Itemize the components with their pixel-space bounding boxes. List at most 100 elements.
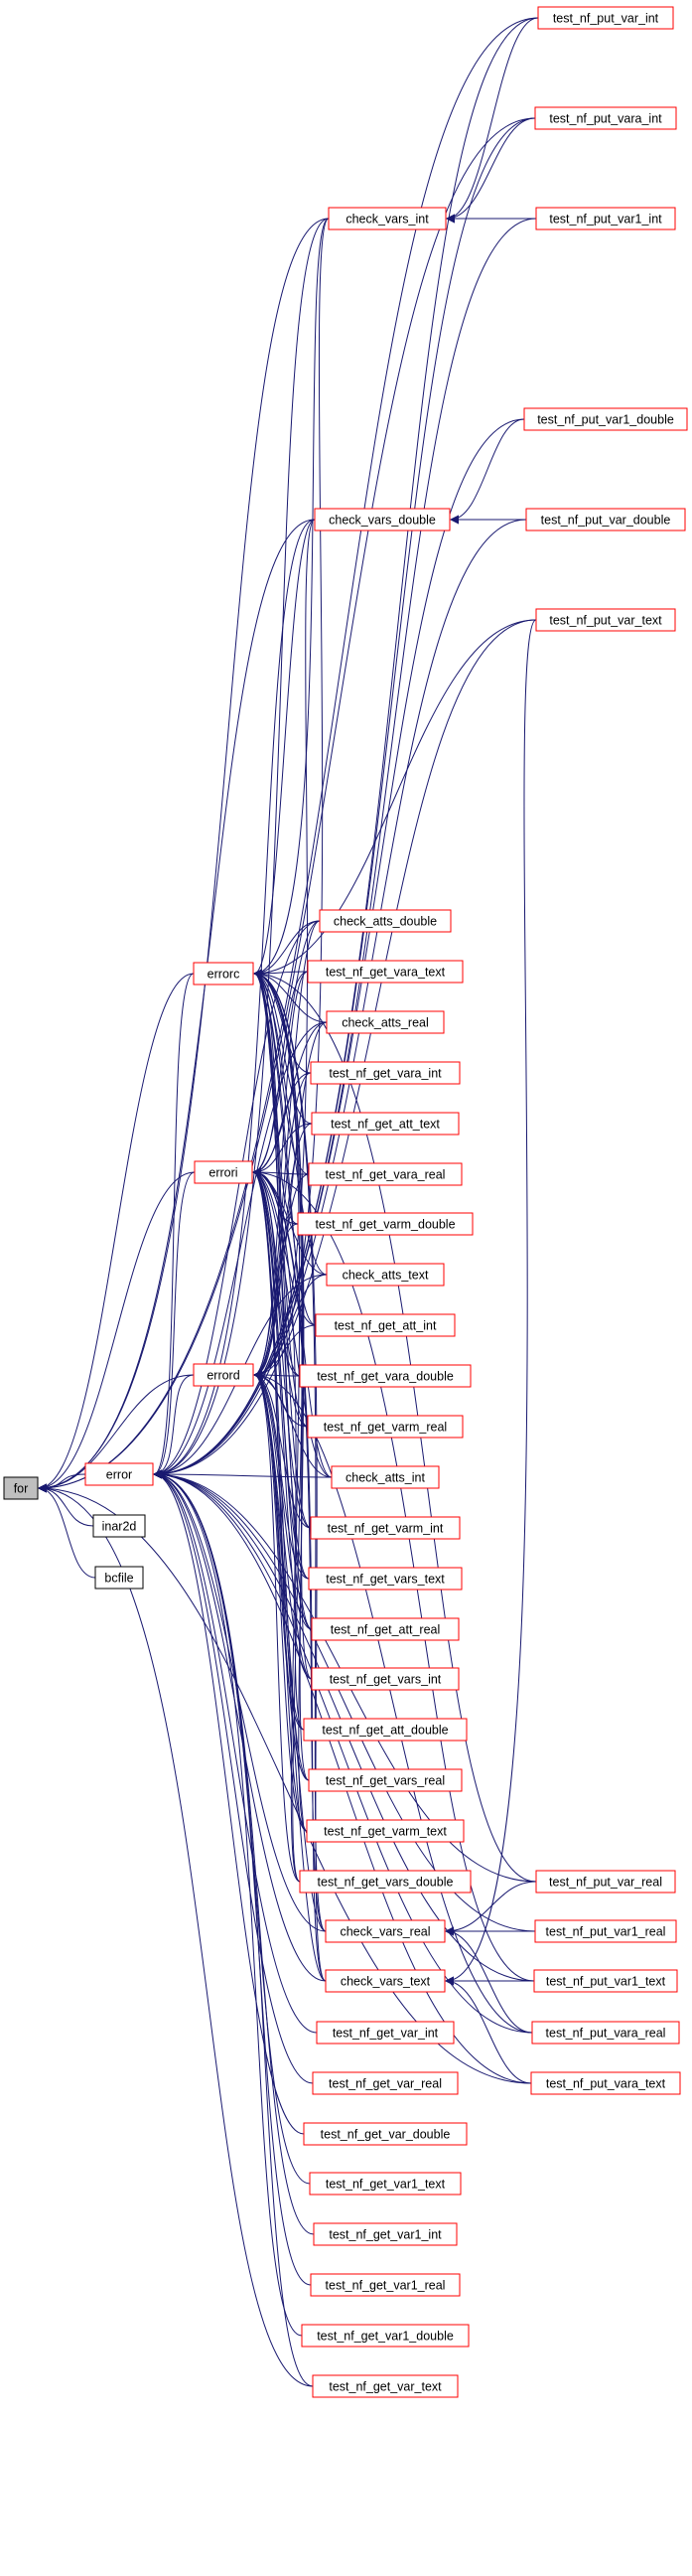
node-label: test_nf_get_varm_int xyxy=(328,1522,444,1536)
node-box xyxy=(3,1476,39,1500)
node-box xyxy=(193,1363,254,1387)
node-test-nf-put-var-text[interactable]: test_nf_put_var_text xyxy=(535,608,676,632)
node-test-nf-get-var1-text[interactable]: test_nf_get_var1_text xyxy=(309,2172,462,2196)
node-test-nf-get-vara-text[interactable]: test_nf_get_vara_text xyxy=(307,960,464,984)
node-label: errori xyxy=(208,1166,237,1180)
node-test-nf-get-vara-double[interactable]: test_nf_get_vara_double xyxy=(299,1364,472,1388)
edge-test_nf_put_var_int-to-error xyxy=(153,17,539,1479)
node-test-nf-put-var1-double[interactable]: test_nf_put_var1_double xyxy=(523,407,688,431)
node-label: test_nf_put_var1_real xyxy=(546,1925,666,1939)
node-test-nf-get-att-real[interactable]: test_nf_get_att_real xyxy=(311,1617,460,1641)
node-bcfile[interactable]: bcfile xyxy=(94,1566,144,1590)
edge-test_nf_get_var_double-to-error xyxy=(153,1469,305,2135)
edge-test_nf_put_vara_real-to-error xyxy=(153,1469,533,2034)
edge-check_vars_real-to-errori xyxy=(252,1167,327,1932)
node-test-nf-put-vara-int[interactable]: test_nf_put_vara_int xyxy=(534,106,677,130)
node-label: test_nf_get_var_double xyxy=(321,2128,451,2142)
edge-errorc-to-for xyxy=(38,973,195,1493)
node-test-nf-get-var1-double[interactable]: test_nf_get_var1_double xyxy=(301,2324,470,2348)
node-label: test_nf_put_vara_text xyxy=(546,2077,666,2091)
node-box xyxy=(308,1567,463,1591)
edge-test_nf_put_var_text-to-error xyxy=(153,619,537,1479)
node-label: check_vars_int xyxy=(346,213,429,227)
node-check-atts-double[interactable]: check_atts_double xyxy=(319,909,452,933)
edge-test_nf_put_vara_real-to-check_vars_real xyxy=(445,1926,533,2034)
node-box xyxy=(308,1768,463,1792)
node-label: test_nf_get_vars_text xyxy=(326,1573,445,1587)
node-test-nf-put-var-int[interactable]: test_nf_put_var_int xyxy=(537,6,674,30)
edge-test_nf_get_att_real-to-errori xyxy=(252,1167,313,1630)
node-box xyxy=(331,1465,440,1489)
node-check-atts-real[interactable]: check_atts_real xyxy=(326,1010,445,1034)
node-label: errord xyxy=(207,1369,239,1383)
node-label: test_nf_get_vars_int xyxy=(330,1673,442,1687)
edge-errord-to-error xyxy=(153,1374,195,1479)
node-test-nf-get-vara-real[interactable]: test_nf_get_vara_real xyxy=(308,1162,463,1186)
node-test-nf-get-var-text[interactable]: test_nf_get_var_text xyxy=(312,2374,459,2398)
edge-test_nf_get_varm_text-to-errori xyxy=(252,1167,308,1832)
node-box xyxy=(535,1870,676,1894)
edge-check_atts_double-to-error xyxy=(153,920,321,1479)
node-test-nf-get-vara-int[interactable]: test_nf_get_vara_int xyxy=(310,1061,461,1085)
edge-bcfile-to-for xyxy=(38,1483,96,1579)
node-inar2d[interactable]: inar2d xyxy=(92,1514,146,1538)
node-box xyxy=(525,508,686,531)
node-test-nf-get-vars-double[interactable]: test_nf_get_vars_double xyxy=(299,1870,472,1894)
node-test-nf-put-var1-real[interactable]: test_nf_put_var1_real xyxy=(534,1919,677,1943)
node-test-nf-get-att-double[interactable]: test_nf_get_att_double xyxy=(303,1718,468,1742)
edge-test_nf_put_var_double-to-error xyxy=(153,519,527,1479)
node-test-nf-put-var-real[interactable]: test_nf_put_var_real xyxy=(535,1870,676,1894)
node-test-nf-get-var1-real[interactable]: test_nf_get_var1_real xyxy=(310,2273,461,2297)
node-label: test_nf_get_vara_text xyxy=(326,966,446,980)
node-test-nf-get-varm-int[interactable]: test_nf_get_varm_int xyxy=(310,1516,461,1540)
node-for[interactable]: for xyxy=(3,1476,39,1500)
node-test-nf-get-vars-int[interactable]: test_nf_get_vars_int xyxy=(311,1667,460,1691)
node-test-nf-get-varm-real[interactable]: test_nf_get_varm_real xyxy=(307,1415,464,1439)
node-test-nf-get-var-int[interactable]: test_nf_get_var_int xyxy=(316,2021,455,2045)
node-test-nf-get-var1-int[interactable]: test_nf_get_var1_int xyxy=(313,2222,458,2246)
node-test-nf-put-vara-text[interactable]: test_nf_put_vara_text xyxy=(530,2071,681,2095)
node-box xyxy=(328,207,447,230)
edge-check_vars_double-to-errorc xyxy=(253,519,316,979)
edge-test_nf_put_var_text-to-check_vars_text xyxy=(445,619,537,1986)
node-check-atts-text[interactable]: check_atts_text xyxy=(326,1263,445,1287)
node-test-nf-get-att-int[interactable]: test_nf_get_att_int xyxy=(315,1313,456,1337)
node-label: test_nf_get_var_int xyxy=(333,2027,439,2041)
node-test-nf-get-vars-text[interactable]: test_nf_get_vars_text xyxy=(308,1567,463,1591)
node-check-vars-text[interactable]: check_vars_text xyxy=(325,1969,446,1993)
edge-check_vars_double-to-error xyxy=(153,519,316,1479)
node-test-nf-get-varm-text[interactable]: test_nf_get_varm_text xyxy=(306,1819,465,1843)
node-errord[interactable]: errord xyxy=(193,1363,254,1387)
node-test-nf-put-vara-real[interactable]: test_nf_put_vara_real xyxy=(531,2021,680,2045)
node-check-vars-real[interactable]: check_vars_real xyxy=(325,1919,446,1943)
node-check-vars-double[interactable]: check_vars_double xyxy=(314,508,451,531)
node-test-nf-get-var-double[interactable]: test_nf_get_var_double xyxy=(303,2122,468,2146)
edge-test_nf_get_var1_double-to-error xyxy=(153,1469,303,2337)
node-label: test_nf_get_var1_text xyxy=(326,2178,446,2192)
node-errorc[interactable]: errorc xyxy=(193,962,254,985)
edge-test_nf_get_vars_int-to-errord xyxy=(253,1370,313,1680)
node-check-vars-int[interactable]: check_vars_int xyxy=(328,207,447,230)
edge-test_nf_get_vara_text-to-errori xyxy=(252,971,309,1177)
node-error[interactable]: error xyxy=(84,1462,154,1486)
edge-test_nf_get_varm_int-to-errord xyxy=(253,1370,312,1529)
node-box xyxy=(312,2374,459,2398)
node-label: inar2d xyxy=(102,1520,137,1534)
edge-test_nf_get_var_real-to-error xyxy=(153,1469,314,2084)
node-test-nf-put-var1-int[interactable]: test_nf_put_var1_int xyxy=(535,207,676,230)
node-errori[interactable]: errori xyxy=(194,1160,253,1184)
node-test-nf-get-var-real[interactable]: test_nf_get_var_real xyxy=(312,2071,459,2095)
node-test-nf-put-var1-text[interactable]: test_nf_put_var1_text xyxy=(533,1969,678,1993)
node-test-nf-get-att-text[interactable]: test_nf_get_att_text xyxy=(311,1112,460,1136)
edge-errori-to-for xyxy=(38,1171,196,1493)
node-box xyxy=(193,962,254,985)
node-box xyxy=(531,2021,680,2045)
node-test-nf-get-varm-double[interactable]: test_nf_get_varm_double xyxy=(297,1212,474,1236)
node-check-atts-int[interactable]: check_atts_int xyxy=(331,1465,440,1489)
node-test-nf-put-var-double[interactable]: test_nf_put_var_double xyxy=(525,508,686,531)
node-test-nf-get-vars-real[interactable]: test_nf_get_vars_real xyxy=(308,1768,463,1792)
node-box xyxy=(535,608,676,632)
edge-check_atts_int-to-errori xyxy=(252,1167,333,1478)
edge-check_vars_double-to-errord xyxy=(253,519,316,1380)
node-box xyxy=(535,207,676,230)
